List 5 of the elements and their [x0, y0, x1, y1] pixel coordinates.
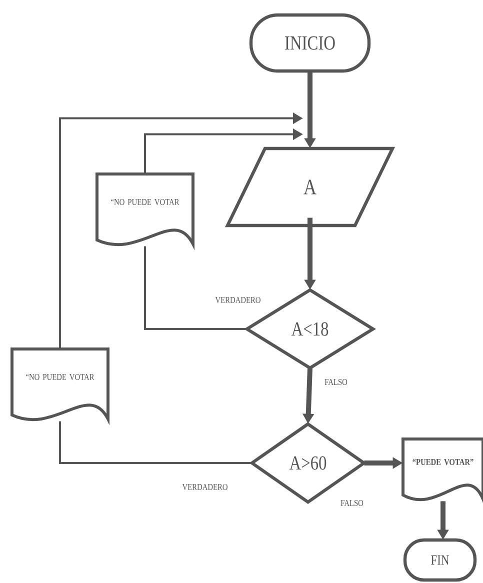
document-box: “PUEDE VOTAR” [402, 438, 483, 502]
terminal-box: FIN [403, 538, 477, 582]
edge-label: FALSO [324, 378, 348, 386]
terminal-box: INICIO [249, 13, 371, 73]
edge-label: VERDADERO [181, 482, 229, 492]
